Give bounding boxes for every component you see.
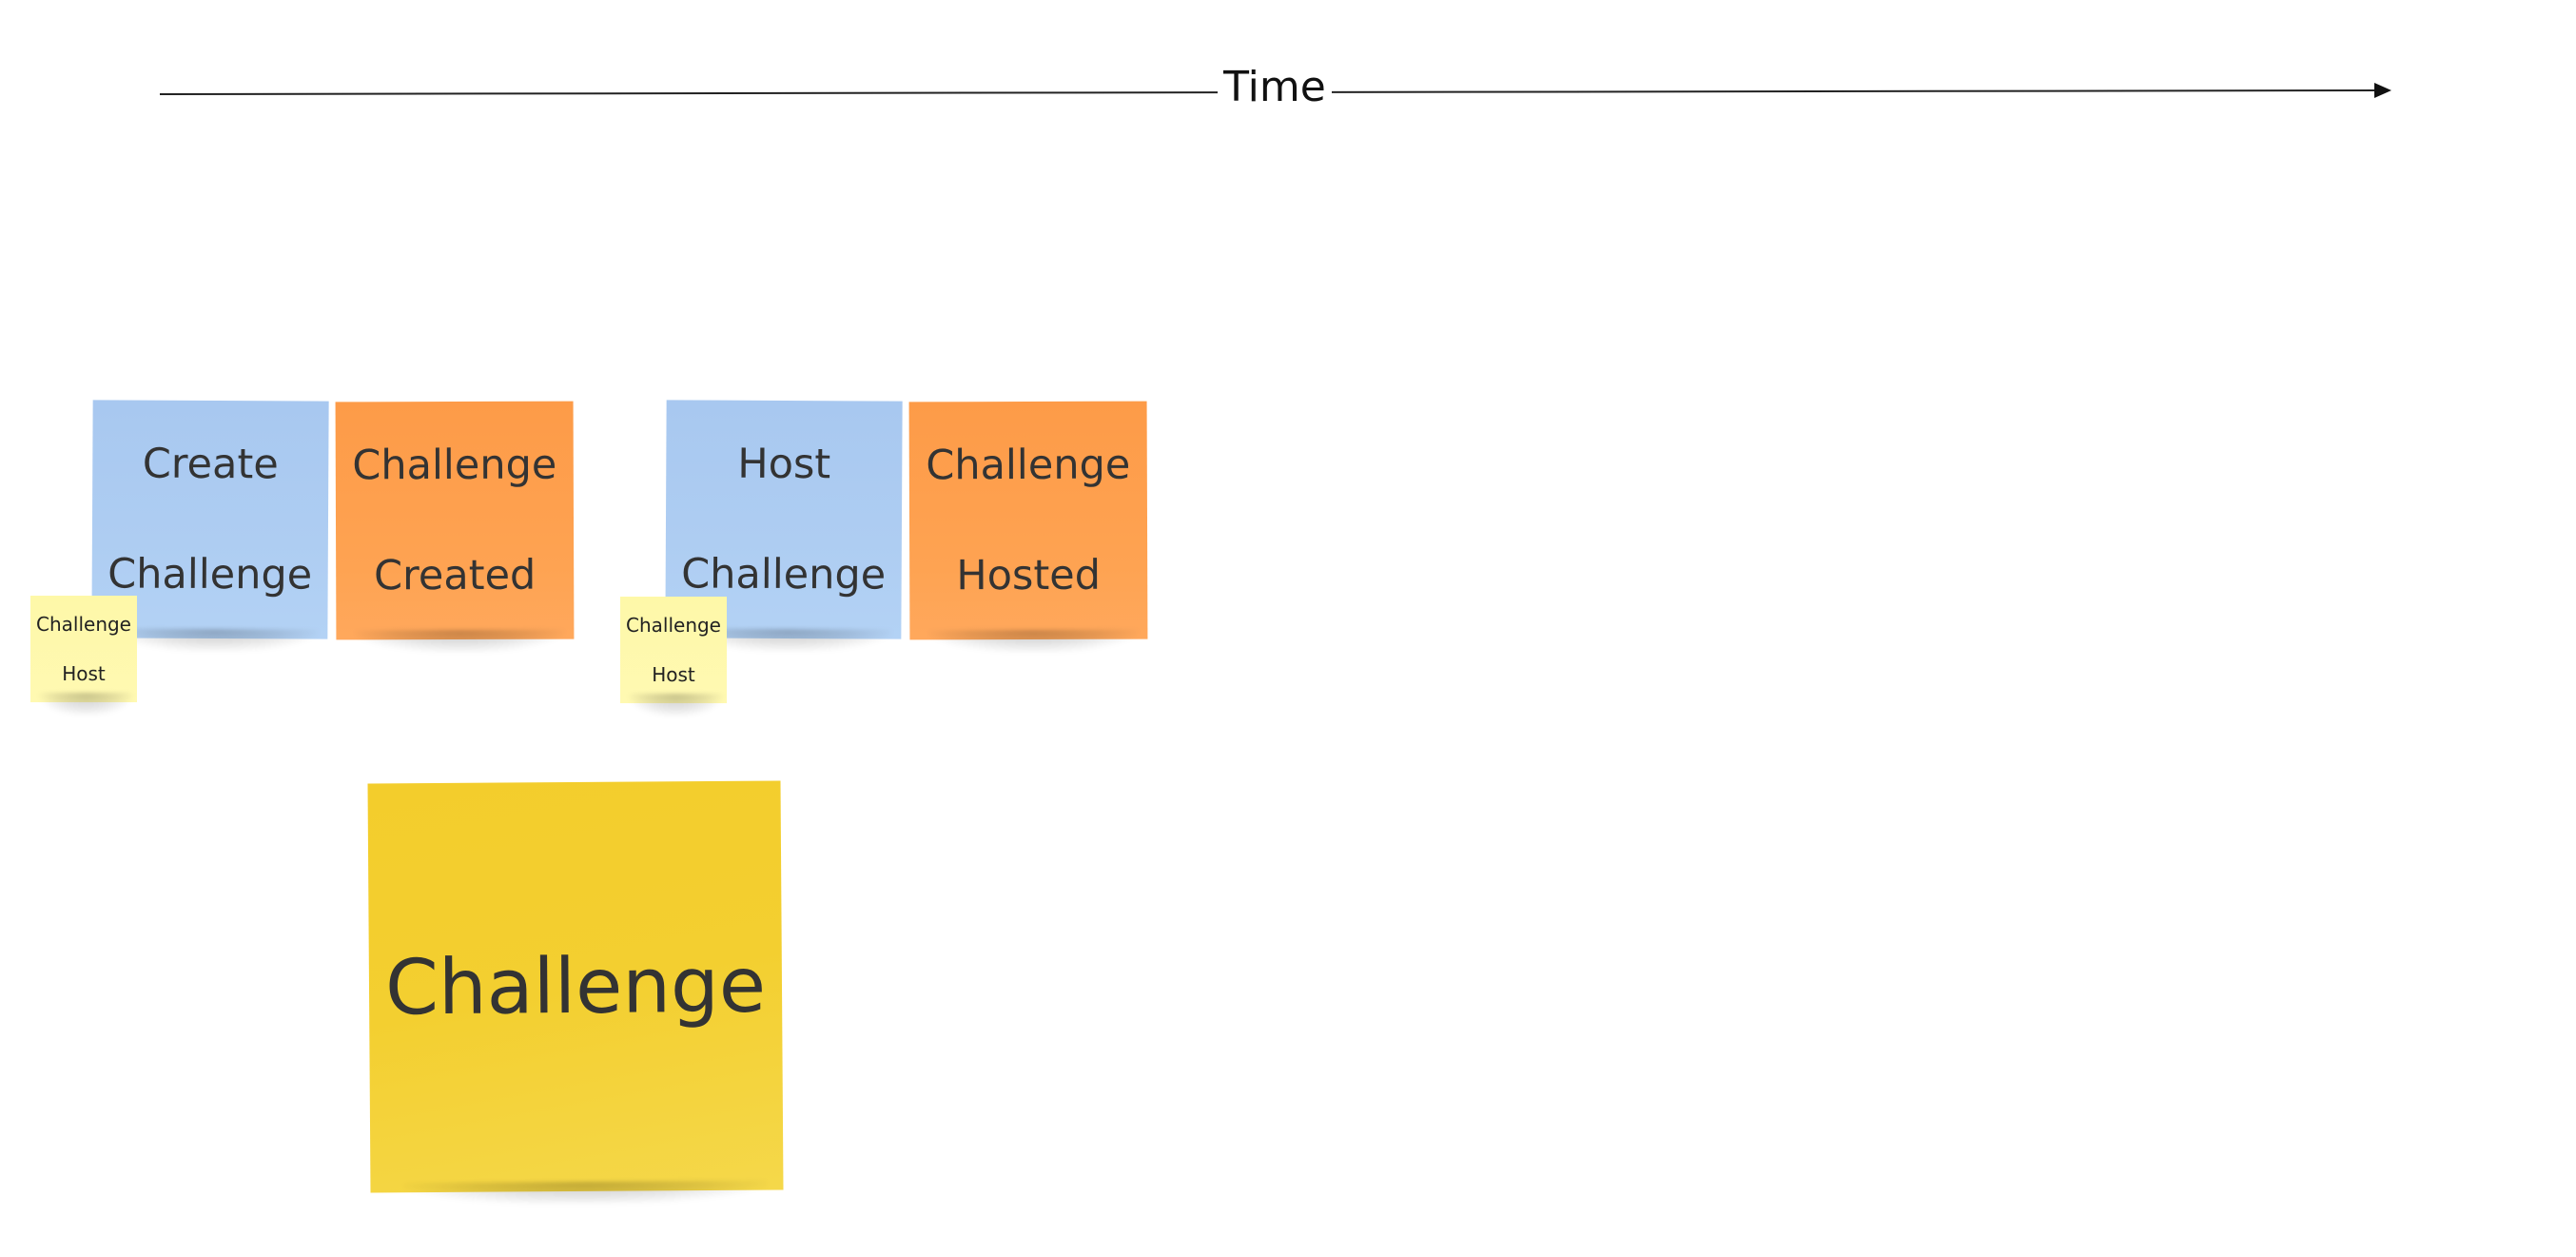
sticky-note-line: Created — [374, 551, 537, 600]
sticky-note-text: Challenge Host — [27, 587, 141, 711]
sticky-note-challenge-hosted[interactable]: Challenge Hosted — [908, 401, 1148, 640]
sticky-note-line: Host — [652, 663, 695, 686]
timeline-label: Time — [1218, 59, 1332, 116]
sticky-note-line: Challenge — [36, 613, 131, 636]
sticky-note-line: Create — [142, 440, 279, 489]
sticky-note-line: Hosted — [956, 551, 1102, 600]
sticky-note-text: Challenge Hosted — [916, 383, 1141, 659]
sticky-note-line: Host — [737, 440, 831, 489]
sticky-note-challenge-host-actor[interactable]: Challenge Host — [620, 597, 727, 703]
sticky-note-text: Challenge Created — [342, 383, 567, 659]
sticky-note-line: Host — [62, 662, 106, 685]
sticky-note-challenge-host-actor[interactable]: Challenge Host — [30, 596, 137, 702]
timeline-arrowhead-icon — [2374, 83, 2391, 98]
sticky-note-challenge-aggregate[interactable]: Challenge — [367, 780, 784, 1193]
sticky-note-challenge-created[interactable]: Challenge Created — [335, 401, 575, 640]
sticky-note-line: Challenge — [626, 614, 721, 637]
sticky-note-text: Challenge — [375, 857, 776, 1117]
sticky-note-line: Challenge — [926, 441, 1131, 490]
sticky-note-line: Challenge — [384, 940, 767, 1032]
sticky-note-line: Challenge — [352, 441, 557, 490]
sticky-note-text: Challenge Host — [616, 588, 731, 712]
